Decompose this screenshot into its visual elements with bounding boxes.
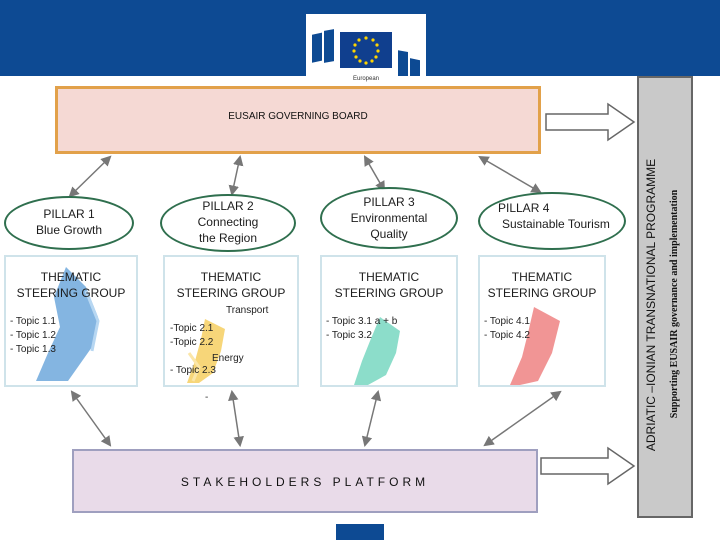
pillar-1-tsg-box: [4, 255, 138, 387]
footer-band: [336, 524, 384, 540]
pillar-1-region-shape: [36, 267, 100, 381]
arrow-pillar2-platform: [228, 389, 244, 448]
pillar-2-tsg-label: THEMATIC STEERING GROUP: [163, 269, 299, 301]
pillar-2-topics: -Topic 2.1 -Topic 2.2 - Topic 2.3: [170, 323, 216, 376]
stakeholders-platform-label: STAKEHOLDERS PLATFORM: [180, 475, 430, 489]
pillar-3-tsg-box: [320, 255, 458, 387]
side-panel-subtitle: Supporting EUSAIR governance and impleme…: [669, 189, 680, 419]
tsg-1-line2: STEERING GROUP: [16, 286, 126, 300]
pillar-3-name-line1: Environmental: [350, 211, 428, 225]
pillar-4-oval: [478, 192, 626, 250]
tsg-2-line1: THEMATIC: [200, 270, 262, 284]
pillar-3-title: PILLAR 3 Environmental Quality: [320, 194, 458, 242]
arrow-panel-board: [545, 102, 636, 142]
pillar-3-tsg-label: THEMATIC STEERING GROUP: [320, 269, 458, 301]
eu-commission-logo: [306, 14, 426, 89]
arrow-panel-platform: [540, 446, 636, 486]
arrow-board-pillar3: [363, 155, 386, 192]
tsg-4-line1: THEMATIC: [511, 270, 573, 284]
pillar-4-tsg-label: THEMATIC STEERING GROUP: [478, 269, 606, 301]
pillar-2-name-line2: the Region: [198, 231, 258, 245]
pillar-3-name-line2: Quality: [370, 227, 408, 241]
tsg-3-line1: THEMATIC: [358, 270, 420, 284]
pillar-2-region-shape: [187, 319, 225, 383]
pillar-3-oval: [320, 187, 458, 249]
stray-dash-mark: -: [205, 392, 209, 403]
arrow-pillar3-platform: [361, 389, 382, 448]
pillar-1-topics: - Topic 1.1 - Topic 1.2 - Topic 1.3: [10, 316, 56, 355]
logo-caption: European: [352, 76, 380, 82]
tsg-1-line1: THEMATIC: [40, 270, 102, 284]
arrow-board-pillar4: [478, 155, 542, 194]
pillar-1-tsg-label: THEMATIC STEERING GROUP: [4, 269, 138, 301]
pillar-4-tsg-box: [478, 255, 606, 387]
pillar-1-name: Blue Growth: [35, 223, 103, 237]
pillar-2-tsg-box: [163, 255, 299, 387]
arrow-board-pillar2: [228, 154, 244, 197]
tsg-3-line2: STEERING GROUP: [334, 286, 444, 300]
pillar-4-name: Sustainable Tourism: [502, 217, 610, 231]
programme-side-panel: [637, 76, 693, 518]
governing-board-label: EUSAIR GOVERNING BOARD: [228, 111, 368, 122]
pillar-1-title: PILLAR 1 Blue Growth: [4, 206, 134, 238]
pillar-2-title: PILLAR 2 Connecting the Region: [160, 198, 296, 246]
pillar-4-number: PILLAR 4: [498, 201, 550, 215]
stakeholders-platform-box: [72, 449, 538, 513]
pillar-2-name-line1: Connecting: [197, 215, 259, 229]
pillar-1-oval: [4, 196, 134, 250]
pillar-4-region-shape: [510, 307, 560, 385]
pillar-4-title: PILLAR 4 Sustainable Tourism: [498, 200, 626, 232]
pillar-3-region-shape: [354, 317, 400, 385]
pillar-2-transport-label: Transport: [226, 305, 269, 316]
pillar-2-energy-label: Energy: [212, 353, 244, 364]
arrow-pillar4-platform: [483, 390, 562, 447]
pillar-2-number: PILLAR 2: [202, 199, 254, 213]
pillar-1-number: PILLAR 1: [43, 207, 95, 221]
pillar-3-topics: - Topic 3.1 a + b - Topic 3.2: [326, 316, 398, 341]
pillar-2-oval: [160, 194, 296, 252]
pillar-3-number: PILLAR 3: [363, 195, 415, 209]
pillar-4-topics: - Topic 4.1 - Topic 4.2: [484, 316, 530, 341]
governing-board-box: [55, 86, 541, 154]
tsg-4-line2: STEERING GROUP: [487, 286, 597, 300]
side-panel-title: ADRIATIC –IONIAN TRANSNATIONAL PROGRAMME: [644, 158, 658, 452]
arrow-board-pillar1: [68, 155, 112, 198]
tsg-2-line2: STEERING GROUP: [176, 286, 286, 300]
arrow-pillar1-platform: [70, 390, 112, 447]
